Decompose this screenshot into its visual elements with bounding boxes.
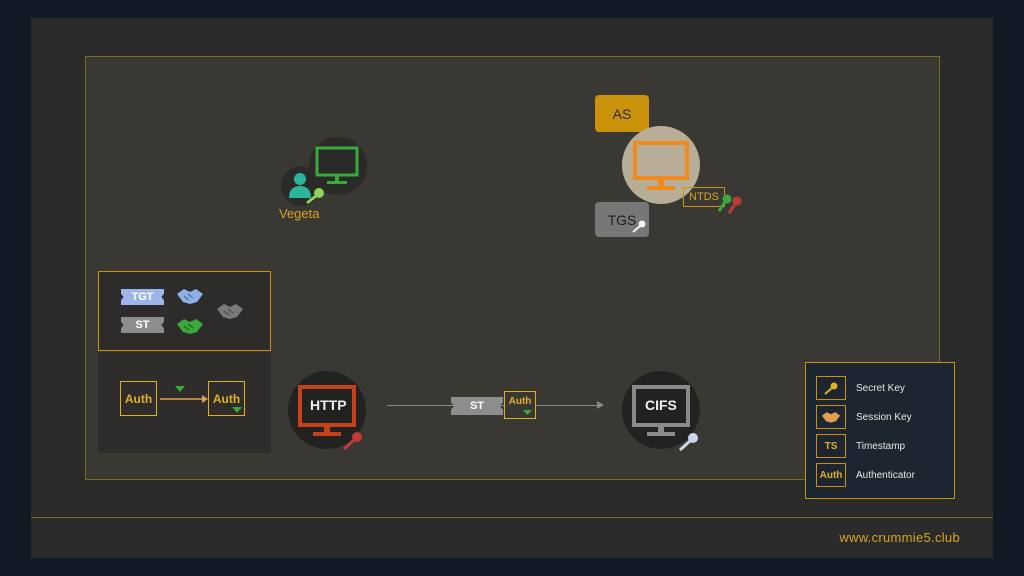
footer-url: www.crummie5.club bbox=[839, 530, 960, 545]
legend-label: Timestamp bbox=[856, 440, 906, 452]
message-auth-box: Auth bbox=[504, 391, 536, 419]
authenticator-icon: Auth bbox=[816, 463, 846, 487]
legend-row-authenticator: Auth Authenticator bbox=[816, 462, 915, 488]
legend-row-timestamp: TS Timestamp bbox=[816, 433, 905, 459]
legend-label: Session Key bbox=[856, 411, 912, 423]
legend-label: Authenticator bbox=[856, 469, 915, 481]
st-ticket: ST bbox=[121, 317, 164, 333]
auth-panel bbox=[98, 352, 271, 453]
handshake-icon bbox=[816, 405, 846, 429]
legend: Secret Key Session Key TS Timestamp Auth… bbox=[805, 362, 955, 499]
user-icon bbox=[289, 173, 311, 198]
http-label: HTTP bbox=[310, 397, 347, 413]
client-label: Vegeta bbox=[279, 206, 320, 221]
client-key-icon bbox=[306, 188, 324, 205]
auth-green-mark bbox=[175, 386, 185, 392]
as-box: AS bbox=[595, 95, 649, 132]
auth-right-green-mark bbox=[232, 407, 242, 413]
footer-divider bbox=[31, 517, 993, 518]
http-key-icon bbox=[342, 432, 362, 451]
tgs-key-icon bbox=[632, 220, 646, 233]
message-auth-green-mark bbox=[523, 410, 532, 415]
legend-row-secret-key: Secret Key bbox=[816, 375, 905, 401]
tgs-session-handshake-icon bbox=[177, 289, 203, 304]
client-user-circle bbox=[281, 166, 321, 206]
message-st-ticket: ST bbox=[451, 397, 503, 415]
service-session-handshake-icon bbox=[177, 319, 203, 334]
cifs-key-icon bbox=[678, 433, 698, 452]
ntds-keys-icon bbox=[717, 194, 742, 214]
timestamp-icon: TS bbox=[816, 434, 846, 458]
legend-row-session-key: Session Key bbox=[816, 404, 912, 430]
http-monitor-icon bbox=[298, 385, 356, 436]
cifs-label: CIFS bbox=[645, 397, 677, 413]
key-icon bbox=[816, 376, 846, 400]
tgs-box: TGS bbox=[595, 202, 649, 237]
auth-box-right: Auth bbox=[208, 381, 245, 416]
cifs-monitor-icon bbox=[632, 385, 690, 436]
legend-label: Secret Key bbox=[856, 382, 905, 394]
tickets-panel bbox=[98, 271, 271, 351]
kdc-monitor-icon bbox=[633, 141, 689, 190]
client-monitor-icon bbox=[315, 146, 359, 184]
tgt-ticket: TGT bbox=[121, 289, 164, 305]
auth-arrow bbox=[160, 395, 208, 403]
auth-box-left: Auth bbox=[120, 381, 157, 416]
message-arrow-head bbox=[597, 401, 604, 409]
gray-handshake-icon bbox=[217, 304, 243, 319]
